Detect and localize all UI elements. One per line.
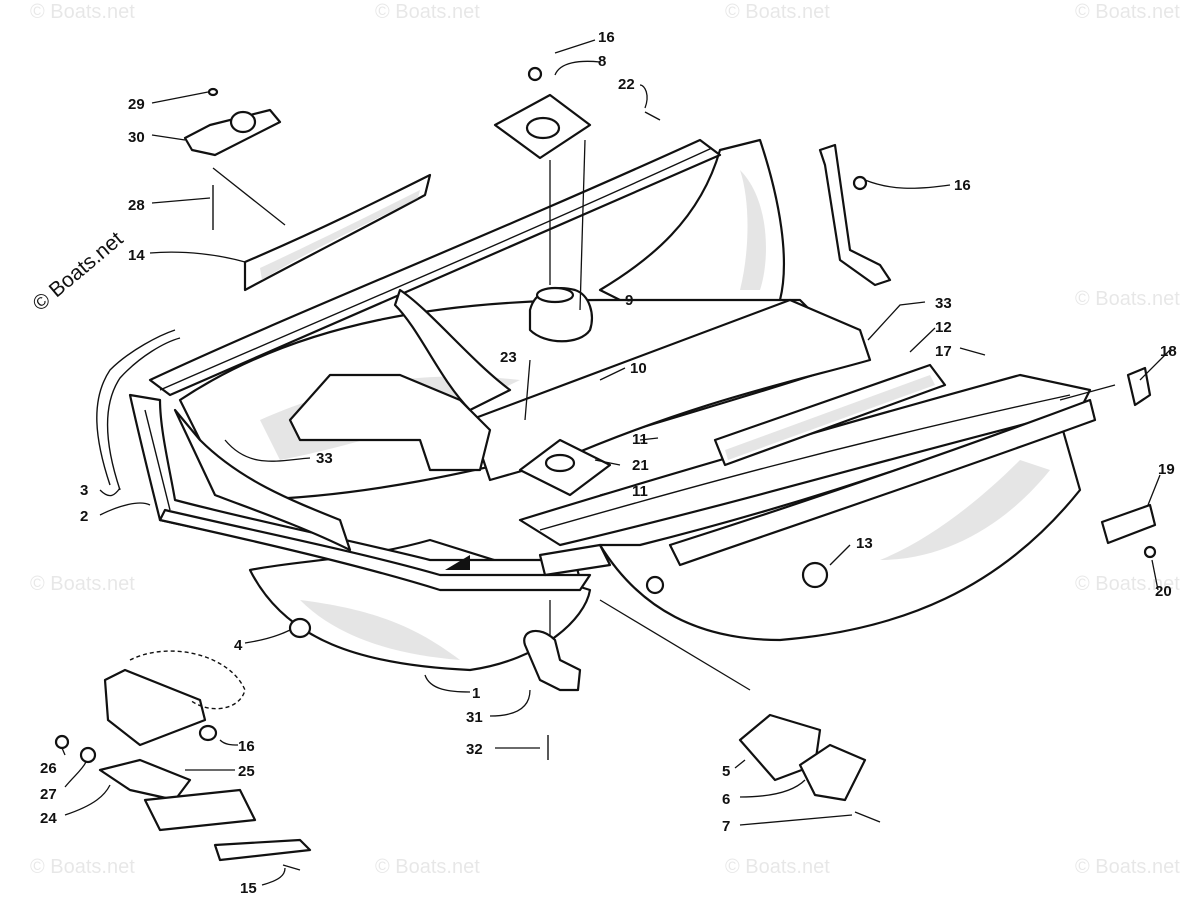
callout-20: 20 <box>1155 583 1172 600</box>
callout-30: 30 <box>128 129 145 146</box>
callout-11: 11 <box>632 483 648 500</box>
callout-2: 2 <box>80 508 88 525</box>
parts-group <box>54 66 1157 871</box>
watermark-main: © Boats.net <box>28 227 127 315</box>
grommet-part <box>288 617 312 639</box>
callout-33: 33 <box>316 450 333 467</box>
callout-33: 33 <box>935 295 952 312</box>
bezel-part <box>798 743 867 802</box>
callout-11: 11 <box>632 431 648 448</box>
callout-29: 29 <box>128 96 145 113</box>
callout-19: 19 <box>1158 461 1175 478</box>
callout-10: 10 <box>630 360 647 377</box>
callout-22: 22 <box>618 76 635 93</box>
watermark: © Boats.net <box>375 856 480 878</box>
nut-part <box>527 66 543 82</box>
watermark: © Boats.net <box>1075 288 1180 310</box>
callout-28: 28 <box>128 197 145 214</box>
callout-3: 3 <box>80 482 88 499</box>
leader-lines <box>61 39 1171 886</box>
callout-6: 6 <box>722 791 730 808</box>
watermark: © Boats.net <box>30 1 135 23</box>
reflector-part <box>1100 503 1157 545</box>
callout-12: 12 <box>935 319 952 336</box>
callout-16: 16 <box>238 738 255 755</box>
callout-21: 21 <box>632 457 649 474</box>
callout-8: 8 <box>598 53 606 70</box>
callout-16: 16 <box>954 177 971 194</box>
callout-24: 24 <box>40 810 57 827</box>
watermark: © Boats.net <box>1075 573 1180 595</box>
callout-5: 5 <box>722 763 730 780</box>
callout-26: 26 <box>40 760 57 777</box>
watermark: © Boats.net <box>725 1 830 23</box>
callout-4: 4 <box>234 637 243 654</box>
watermark: © Boats.net <box>30 856 135 878</box>
callout-18: 18 <box>1160 343 1177 360</box>
bracket-part <box>183 108 282 157</box>
callout-27: 27 <box>40 786 57 803</box>
hitch-inset-part <box>103 668 207 747</box>
callout-25: 25 <box>238 763 255 780</box>
callout-1: 1 <box>472 685 480 702</box>
reflector-bracket-part <box>1126 366 1152 407</box>
watermark: © Boats.net <box>30 573 135 595</box>
clamp-part <box>523 629 582 692</box>
callout-31: 31 <box>466 709 483 726</box>
callout-labels: 16 8 22 29 30 28 14 16 9 33 12 17 18 23 … <box>40 29 1177 897</box>
watermark: © Boats.net <box>725 856 830 878</box>
belly-pan-drawing <box>96 138 1097 822</box>
rear-bracket-part <box>818 143 892 287</box>
watermark: © Boats.net <box>375 1 480 23</box>
hitch-plate-part <box>98 758 192 802</box>
watermark: © Boats.net <box>1075 1 1180 23</box>
callout-23: 23 <box>500 349 517 366</box>
plug-part <box>801 561 829 589</box>
callout-13: 13 <box>856 535 873 552</box>
callout-32: 32 <box>466 741 483 758</box>
watermark: © Boats.net <box>1075 856 1180 878</box>
callout-14: 14 <box>128 247 145 264</box>
callout-15: 15 <box>240 880 257 897</box>
callout-7: 7 <box>722 818 730 835</box>
callout-9: 9 <box>625 292 633 309</box>
callout-17: 17 <box>935 343 952 360</box>
callout-16: 16 <box>598 29 615 46</box>
